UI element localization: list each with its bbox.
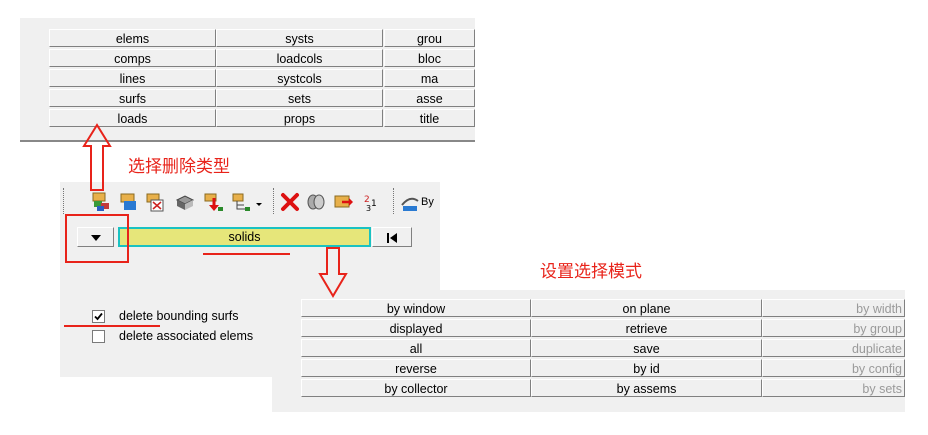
annotation-select-delete-type: 选择删除类型 (128, 157, 230, 177)
delete-type-button-elems[interactable]: elems (49, 29, 216, 47)
view-icon[interactable] (400, 193, 420, 213)
assembly-icon[interactable] (92, 192, 112, 212)
delete-type-button-bloc[interactable]: bloc (384, 49, 475, 67)
delete-type-button-loads[interactable]: loads (49, 109, 216, 127)
svg-text:3: 3 (366, 204, 371, 212)
toolbar-separator (273, 188, 275, 214)
up-arrow-annotation (82, 123, 112, 191)
triangle-down-icon (90, 234, 101, 241)
delete-type-button-comps[interactable]: comps (49, 49, 216, 67)
delete-bounding-surfs-checkbox[interactable] (92, 310, 105, 323)
delete-type-button-sets[interactable]: sets (216, 89, 383, 107)
mode-button-save[interactable]: save (531, 339, 762, 357)
entity-type-dropdown-button[interactable] (77, 227, 114, 247)
delete-type-button-systs[interactable]: systs (216, 29, 383, 47)
skip-start-icon-arrow (390, 232, 397, 243)
toolbar-label-by[interactable]: By (421, 196, 434, 208)
annotation-set-select-mode: 设置选择模式 (540, 262, 642, 282)
delete-type-button-systcols[interactable]: systcols (216, 69, 383, 87)
dropdown-arrow-icon[interactable] (256, 203, 262, 206)
cylinders-icon[interactable] (306, 192, 326, 212)
delete-icon[interactable] (280, 192, 300, 212)
toolbar-separator (393, 188, 395, 214)
move-down-icon[interactable] (204, 192, 224, 212)
reset-selection-button[interactable] (372, 227, 412, 247)
folder-arrow-icon[interactable] (334, 192, 354, 212)
mode-button-by-id[interactable]: by id (531, 359, 762, 377)
svg-text:1: 1 (371, 199, 377, 209)
mode-button-duplicate[interactable]: duplicate (762, 339, 905, 357)
panel-divider (20, 140, 475, 142)
mode-button-all[interactable]: all (301, 339, 531, 357)
mode-button-by-width[interactable]: by width (762, 299, 905, 317)
skip-start-icon (387, 232, 389, 243)
component-icon[interactable] (120, 192, 140, 212)
delete-type-button-title[interactable]: title (384, 109, 475, 127)
mode-button-by-sets[interactable]: by sets (762, 379, 905, 397)
mode-button-by-window[interactable]: by window (301, 299, 531, 317)
tree-icon[interactable] (232, 192, 252, 212)
delete-associated-elems-label[interactable]: delete associated elems (119, 329, 254, 343)
delete-associated-elems-checkbox[interactable] (92, 330, 105, 343)
entity-type-field[interactable]: solids (118, 227, 371, 247)
entity-type-value: solids (228, 230, 261, 244)
selection-mode-panel: by window displayed all reverse by collector… (272, 290, 905, 412)
svg-text:2: 2 (364, 195, 370, 205)
delete-bounding-surfs-label[interactable]: delete bounding surfs (119, 309, 239, 323)
delete-type-button-lines[interactable]: lines (49, 69, 216, 87)
delete-type-button-ma[interactable]: ma (384, 69, 475, 87)
mode-button-by-config[interactable]: by config (762, 359, 905, 377)
mode-button-reverse[interactable]: reverse (301, 359, 531, 377)
table-icon[interactable] (146, 192, 166, 212)
delete-type-panel: elems comps lines surfs loads systs loadcols sy… (20, 18, 475, 140)
dropdown-highlight-box (65, 214, 129, 263)
delete-type-button-loadcols[interactable]: loadcols (216, 49, 383, 67)
solid-select-icon[interactable] (175, 192, 195, 212)
mode-button-by-assems[interactable]: by assems (531, 379, 762, 397)
toolbar-separator (63, 188, 65, 214)
mode-button-by-group[interactable]: by group (762, 319, 905, 337)
mode-button-on-plane[interactable]: on plane (531, 299, 762, 317)
mode-button-by-collector[interactable]: by collector (301, 379, 531, 397)
checkmark-icon (94, 312, 103, 321)
mode-button-displayed[interactable]: displayed (301, 319, 531, 337)
delete-type-button-grou[interactable]: grou (384, 29, 475, 47)
delete-type-button-asse[interactable]: asse (384, 89, 475, 107)
delete-type-button-surfs[interactable]: surfs (49, 89, 216, 107)
mode-button-retrieve[interactable]: retrieve (531, 319, 762, 337)
delete-type-button-props[interactable]: props (216, 109, 383, 127)
down-arrow-annotation (318, 247, 348, 298)
